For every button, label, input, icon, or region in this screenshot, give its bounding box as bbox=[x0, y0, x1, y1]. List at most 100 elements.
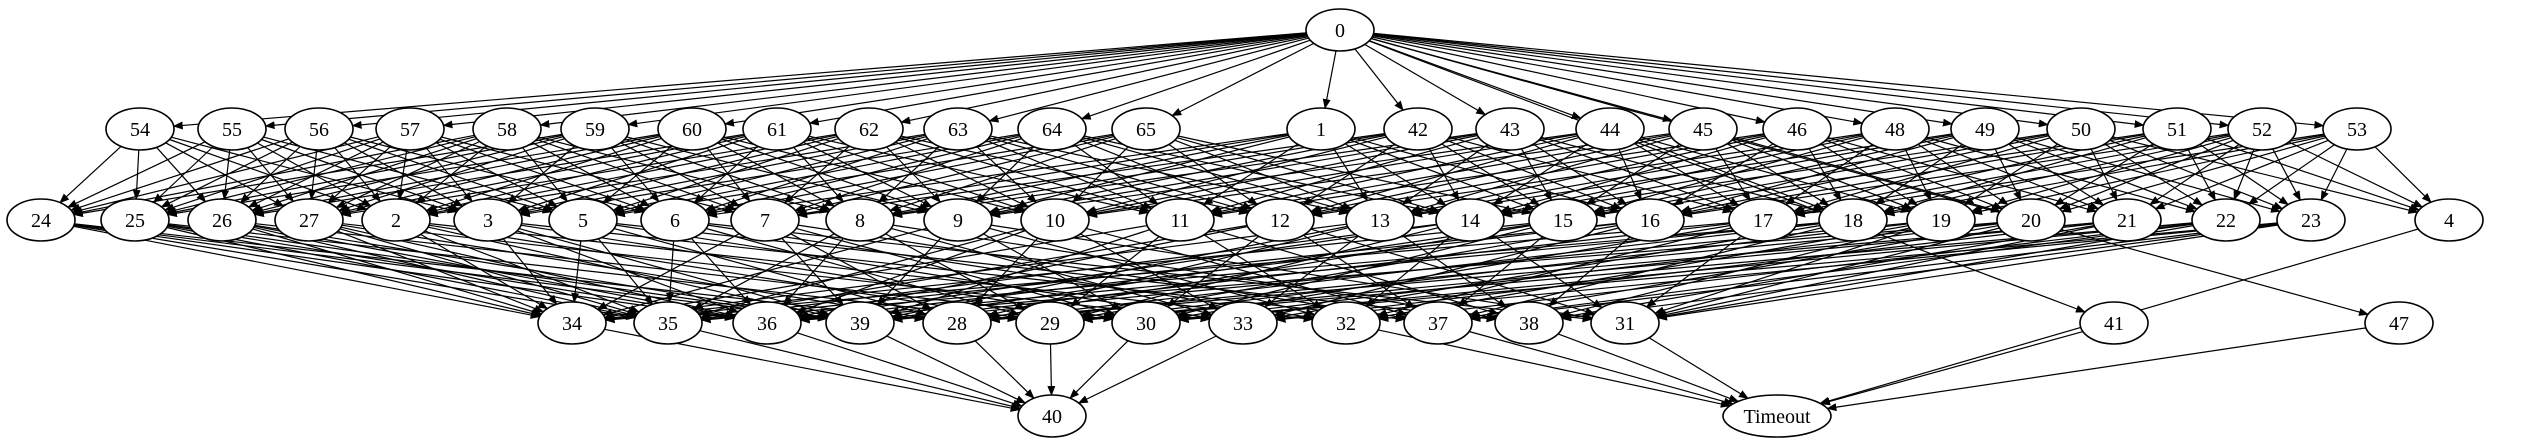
node-label: 34 bbox=[562, 313, 582, 335]
node-ellipse bbox=[1383, 107, 1453, 151]
node-label: 35 bbox=[658, 313, 678, 335]
edge-9-to-34 bbox=[602, 227, 927, 317]
node-label: 48 bbox=[1885, 119, 1905, 141]
node-ellipse bbox=[1111, 107, 1181, 151]
node-label: 65 bbox=[1136, 119, 1156, 141]
edge-35-to-40 bbox=[699, 330, 1022, 411]
node-label: 10 bbox=[1045, 210, 1065, 232]
edge-7-to-34 bbox=[596, 233, 740, 310]
edge-8-to-38 bbox=[892, 224, 1497, 321]
node-label: 24 bbox=[31, 210, 51, 232]
node-label: 59 bbox=[585, 119, 605, 141]
node-label: 17 bbox=[1753, 210, 1773, 232]
edge-25-to-34 bbox=[166, 226, 542, 318]
node-12: 12 bbox=[1245, 198, 1315, 242]
node-label: 53 bbox=[2347, 119, 2367, 141]
edge-17-to-31 bbox=[1645, 235, 1742, 308]
node-label: 12 bbox=[1270, 210, 1290, 232]
edge-26-to-36 bbox=[254, 225, 736, 320]
node-ellipse bbox=[2046, 107, 2116, 151]
node-label: 36 bbox=[757, 313, 777, 335]
edge-53-to-22 bbox=[2247, 144, 2335, 205]
node-52: 52 bbox=[2227, 107, 2297, 151]
edge-64-to-9 bbox=[975, 146, 1035, 203]
node-ellipse bbox=[1668, 107, 1738, 151]
node-ellipse bbox=[825, 198, 895, 242]
node-21: 21 bbox=[2092, 198, 2162, 242]
node-13: 13 bbox=[1345, 198, 1415, 242]
edge-43-to-11 bbox=[1210, 137, 1480, 213]
edge-39-to-40 bbox=[886, 335, 1027, 404]
edge-0-to-59 bbox=[627, 33, 1307, 128]
edge-6-to-35 bbox=[666, 240, 675, 303]
node-label: 38 bbox=[1519, 313, 1539, 335]
node-ellipse bbox=[1728, 198, 1798, 242]
node-ellipse bbox=[633, 301, 703, 345]
edge-22-to-31 bbox=[1656, 225, 2194, 320]
edge-0-to-55 bbox=[264, 32, 1307, 130]
edge-36-to-40 bbox=[796, 332, 1023, 408]
node-ellipse bbox=[1906, 198, 1976, 242]
node-ellipse bbox=[1145, 198, 1215, 242]
edge-27-to-35 bbox=[339, 228, 639, 316]
edge-0-to-65 bbox=[1171, 42, 1315, 117]
node-49: 49 bbox=[1950, 107, 2020, 151]
node-label: 11 bbox=[1170, 210, 1189, 232]
edge-0-to-64 bbox=[1080, 39, 1311, 120]
edge-0-to-58 bbox=[539, 33, 1307, 128]
node-36: 36 bbox=[732, 301, 802, 345]
node-ellipse bbox=[375, 107, 445, 151]
edge-20-to-36 bbox=[799, 222, 1998, 324]
node-64: 64 bbox=[1017, 107, 1087, 151]
node-10: 10 bbox=[1020, 198, 1090, 242]
edge-57-to-27 bbox=[327, 145, 392, 204]
edge-25-to-36 bbox=[167, 224, 736, 321]
node-label: 50 bbox=[2071, 119, 2091, 141]
edge-55-to-24 bbox=[66, 141, 206, 208]
node-ellipse bbox=[548, 198, 618, 242]
edge-52-to-22 bbox=[2233, 149, 2255, 201]
edge-49-to-16 bbox=[1680, 136, 1955, 214]
edge-0-to-50 bbox=[1373, 33, 2049, 128]
node-ellipse bbox=[6, 198, 76, 242]
node-label: 60 bbox=[682, 119, 702, 141]
node-ellipse bbox=[2142, 107, 2212, 151]
node-label: 25 bbox=[125, 210, 145, 232]
edge-23-to-37 bbox=[1470, 223, 2278, 323]
node-label: 51 bbox=[2167, 119, 2187, 141]
node-label: 63 bbox=[948, 119, 968, 141]
node-39: 39 bbox=[825, 301, 895, 345]
node-26: 26 bbox=[187, 198, 257, 242]
edge-46-to-14 bbox=[1500, 137, 1767, 213]
edge-47-to-Timeout bbox=[1826, 327, 2367, 412]
node-53: 53 bbox=[2322, 107, 2392, 151]
node-30: 30 bbox=[1111, 301, 1181, 345]
edge-28-to-40 bbox=[974, 340, 1035, 399]
edge-62-to-27 bbox=[340, 133, 837, 218]
node-ellipse bbox=[1950, 107, 2020, 151]
edge-60-to-8 bbox=[717, 142, 836, 207]
edge-45-to-17 bbox=[1715, 148, 1751, 202]
node-label: 28 bbox=[947, 313, 967, 335]
node-label: 64 bbox=[1042, 119, 1062, 141]
edge-1-to-6 bbox=[707, 133, 1288, 219]
edge-3-to-39 bbox=[518, 228, 830, 316]
edge-13-to-34 bbox=[604, 223, 1347, 322]
node-label: 42 bbox=[1408, 119, 1428, 141]
edge-0-to-42 bbox=[1354, 48, 1404, 111]
node-44: 44 bbox=[1575, 107, 1645, 151]
node-label: Timeout bbox=[1743, 406, 1811, 428]
edge-51-to-15 bbox=[1595, 133, 2144, 218]
node-label: 33 bbox=[1233, 313, 1253, 335]
node-ellipse bbox=[1590, 301, 1660, 345]
node-ellipse bbox=[1305, 8, 1375, 52]
node-ellipse bbox=[2364, 301, 2434, 345]
node-ellipse bbox=[2079, 301, 2149, 345]
node-31: 31 bbox=[1590, 301, 1660, 345]
edge-48-to-17 bbox=[1784, 144, 1873, 205]
edge-10-to-28 bbox=[973, 237, 1039, 306]
edge-44-to-16 bbox=[1618, 149, 1642, 201]
node-ellipse bbox=[742, 107, 812, 151]
node-ellipse bbox=[1860, 107, 1930, 151]
node-ellipse bbox=[825, 301, 895, 345]
